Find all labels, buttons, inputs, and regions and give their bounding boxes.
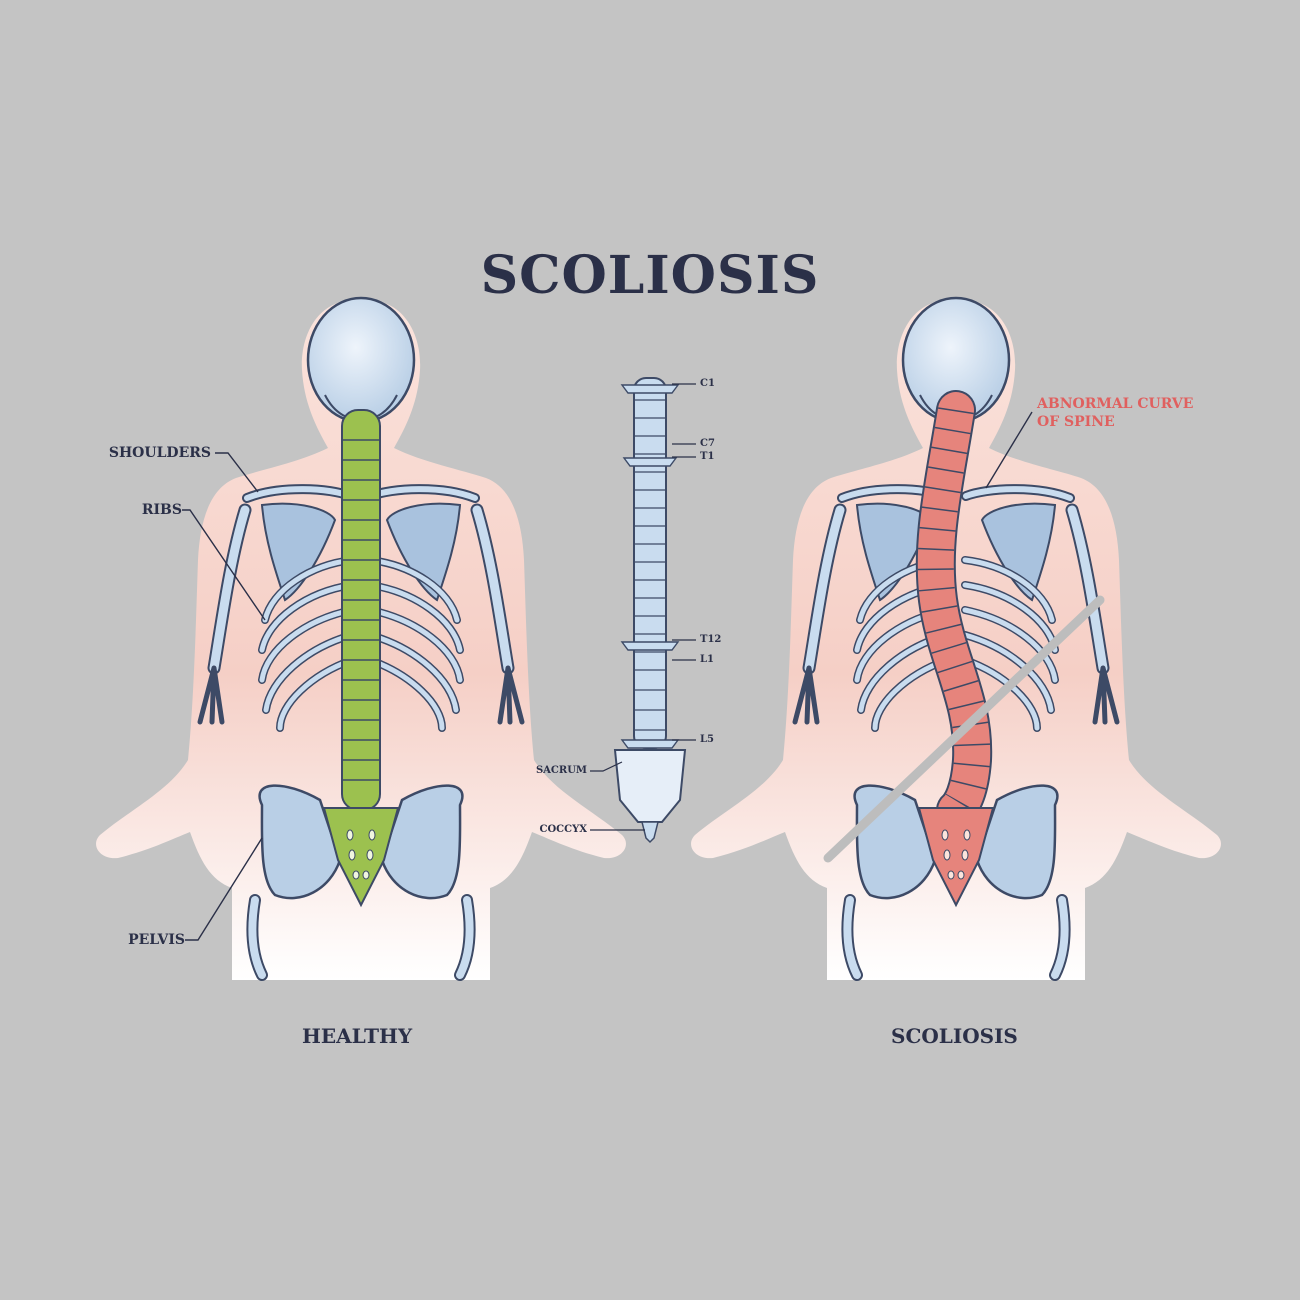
label-shoulders: SHOULDERS	[108, 445, 211, 461]
healthy-leader-lines	[182, 452, 266, 941]
label-c1: C1	[700, 378, 715, 389]
label-abnormal-curve-line2: OF SPINE	[1037, 413, 1115, 430]
scoliosis-leader-line	[985, 411, 1033, 489]
healthy-spine	[322, 409, 400, 908]
label-t1: T1	[700, 451, 715, 462]
healthy-pelvis	[258, 784, 464, 900]
label-t12: T12	[700, 634, 722, 645]
label-l1: L1	[700, 654, 714, 665]
scoliosis-spine	[915, 390, 995, 908]
scoliosis-pelvis	[853, 784, 1059, 900]
healthy-figure	[96, 296, 626, 981]
scoliosis-figure	[691, 296, 1221, 981]
label-l5: L5	[700, 734, 714, 745]
label-sacrum: SACRUM	[535, 765, 587, 776]
center-sacrum	[613, 749, 687, 823]
center-leader-lines	[590, 383, 696, 831]
scoliosis-tilt-indicator	[823, 595, 1105, 863]
page-title: SCOLIOSIS	[480, 245, 820, 306]
label-c7: C7	[700, 438, 715, 449]
caption-scoliosis: SCOLIOSIS	[891, 1024, 1018, 1048]
center-coccyx	[641, 821, 659, 844]
healthy-skull	[306, 296, 416, 424]
caption-healthy: HEALTHY	[302, 1024, 413, 1048]
center-spine-column	[590, 377, 696, 844]
label-abnormal-curve-line1: ABNORMAL CURVE	[1037, 396, 1194, 412]
label-abnormal-curve: ABNORMAL CURVE OF SPINE	[1037, 396, 1193, 431]
label-pelvis: PELVIS	[128, 932, 185, 948]
label-ribs: RIBS	[141, 502, 182, 518]
label-coccyx: COCCYX	[539, 824, 588, 835]
